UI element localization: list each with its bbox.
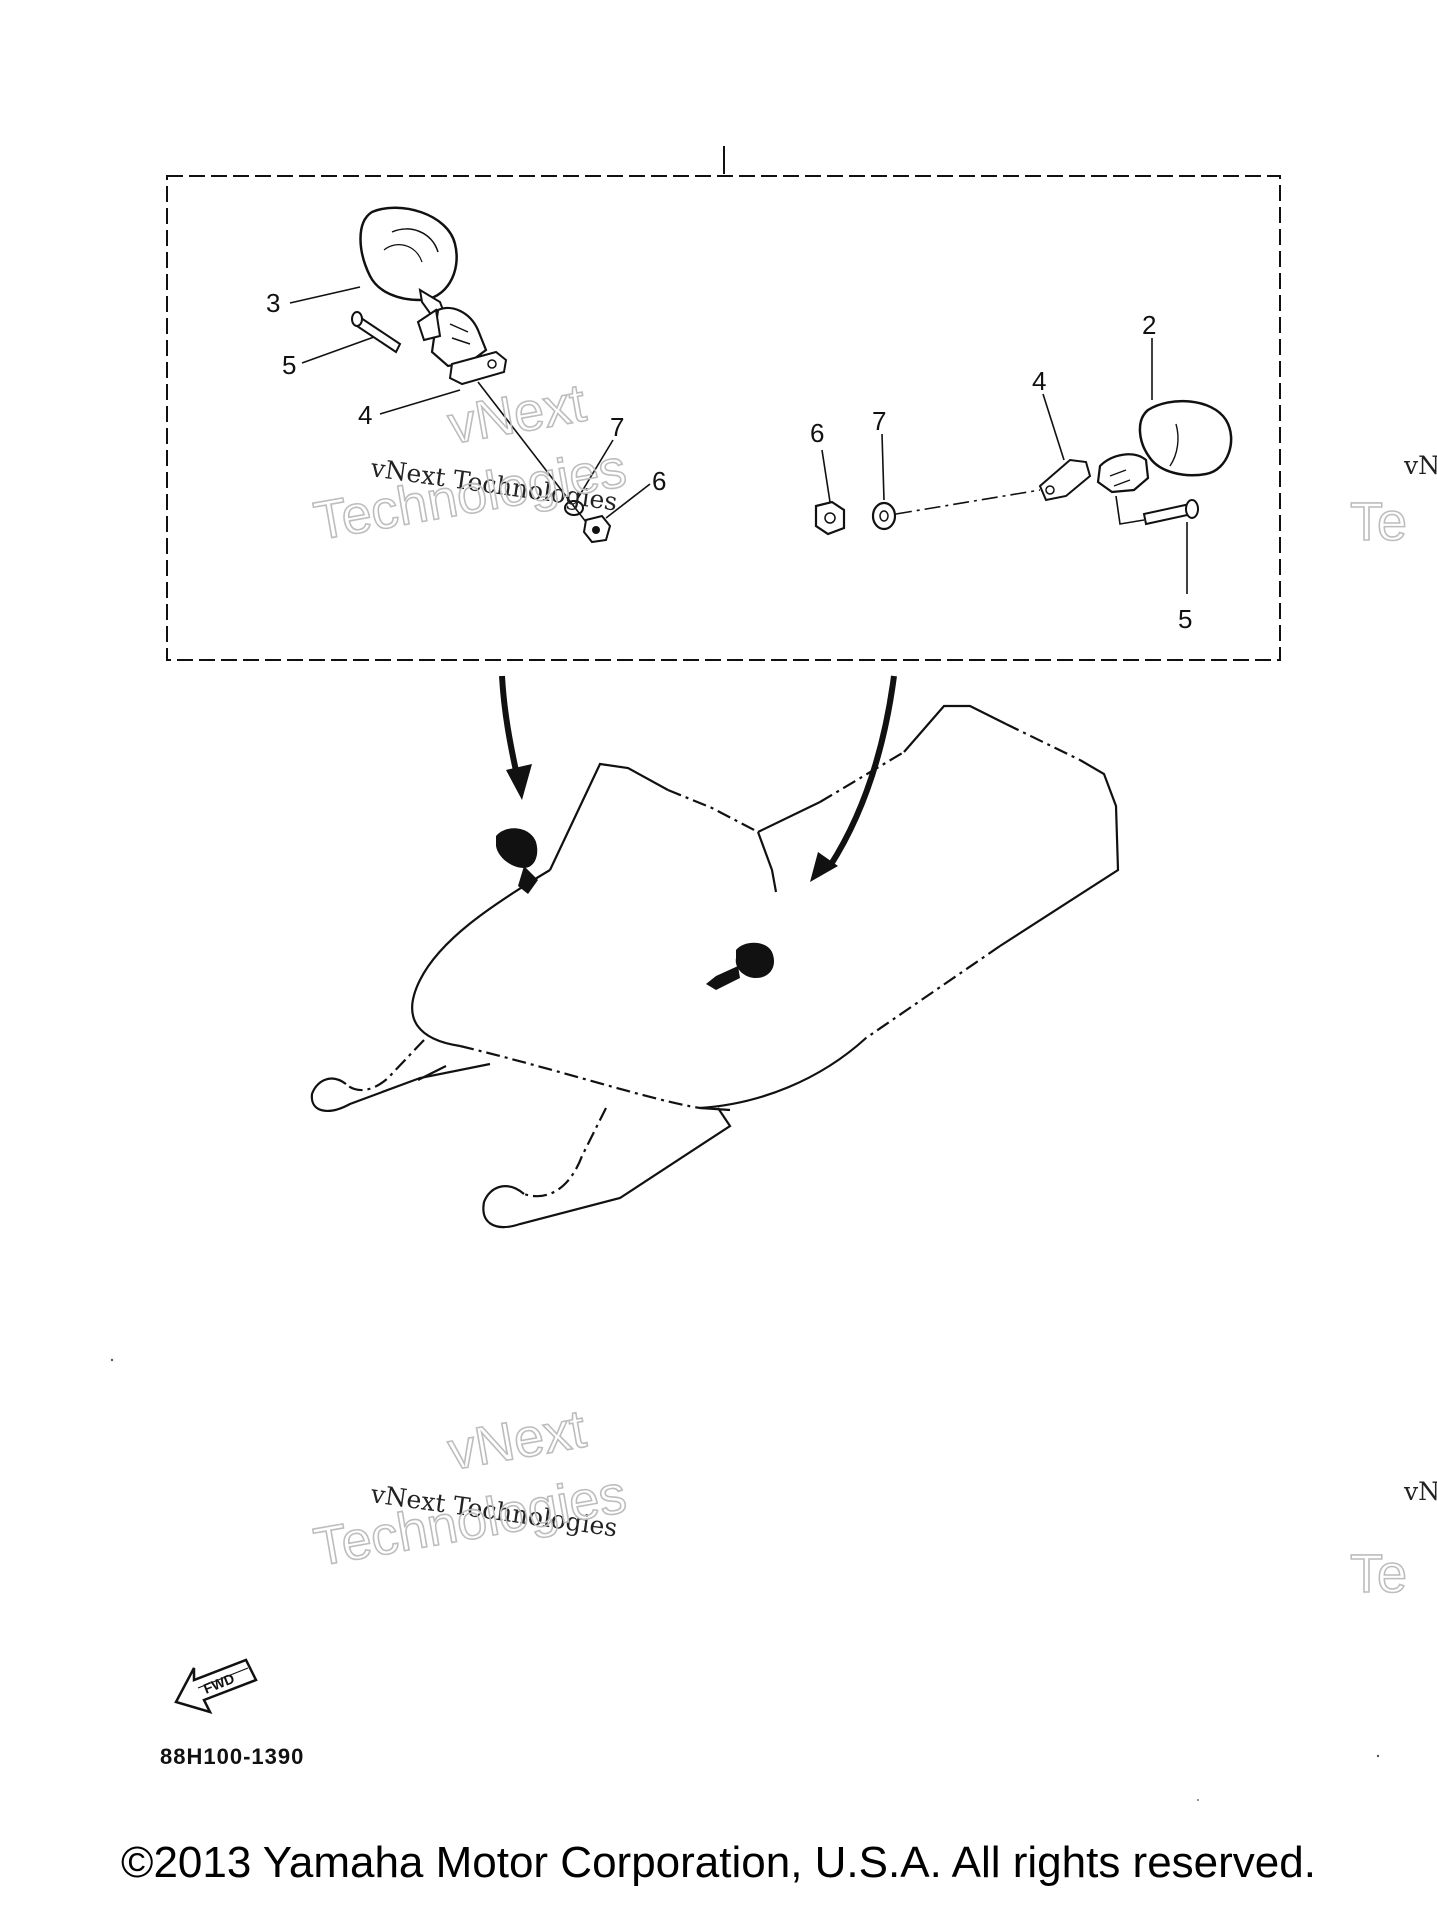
right-bracket <box>1038 458 1092 502</box>
svg-text:Technologies: Technologies <box>310 1464 631 1578</box>
callout-left-mirror: 3 <box>266 288 280 318</box>
kit-box-dashed <box>166 175 1281 661</box>
svg-text:vN: vN <box>1403 1477 1437 1506</box>
left-mirror-head <box>359 206 458 302</box>
callout-left-nut: 6 <box>652 466 666 496</box>
right-bolt <box>1142 502 1194 526</box>
right-mirror-assembly <box>814 399 1233 536</box>
svg-text:vNext: vNext <box>444 1399 590 1482</box>
callout-left-bolt: 5 <box>282 350 296 380</box>
watermark-middle: vNext Technologies vNext Technologies <box>309 1398 631 1579</box>
mounted-mirror-left <box>496 828 538 894</box>
callout-left-bracket: 4 <box>358 400 372 430</box>
copyright-notice: ©2013 Yamaha Motor Corporation, U.S.A. A… <box>121 1838 1316 1887</box>
watermark-edge-bottom: vN Te <box>1349 1477 1437 1605</box>
mounted-mirror-right <box>706 942 775 990</box>
svg-text:Te: Te <box>1350 1544 1407 1604</box>
callout-left-washer: 7 <box>610 412 624 442</box>
callout-right-mirror: 2 <box>1142 310 1156 340</box>
callout-right-washer: 7 <box>872 406 886 436</box>
right-mirror-head <box>1138 399 1233 477</box>
watermark-edge-top: vN Te <box>1349 451 1437 553</box>
right-mirror-base <box>1096 453 1150 494</box>
install-arrow-left <box>499 675 532 800</box>
diagram-part-code: 88H100-1390 <box>160 1744 304 1769</box>
callout-right-bracket: 4 <box>1032 366 1046 396</box>
fwd-arrow-icon: FWD <box>174 1658 258 1715</box>
callout-right-nut: 6 <box>810 418 824 448</box>
svg-text:vN: vN <box>1403 451 1437 480</box>
svg-text:vNext: vNext <box>444 373 590 456</box>
snowmobile-outline <box>310 704 1120 1229</box>
right-nut <box>814 500 846 536</box>
callout-right-bolt: 5 <box>1178 604 1192 634</box>
svg-text:Technologies: Technologies <box>310 438 631 552</box>
left-mirror-assembly <box>351 206 612 544</box>
svg-text:Te: Te <box>1350 492 1407 552</box>
install-arrow-right <box>810 675 897 882</box>
